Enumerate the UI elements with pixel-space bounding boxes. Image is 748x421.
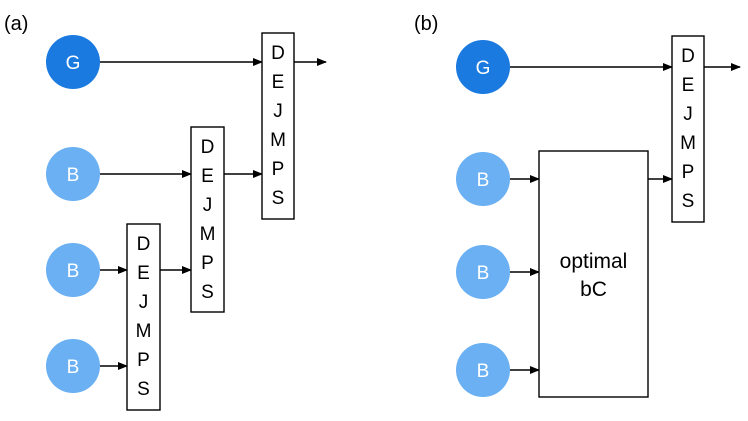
panel-a-block-3: D E J M P S — [261, 32, 295, 220]
block-letter: J — [139, 292, 149, 313]
block-letter: M — [136, 321, 152, 342]
block-letter: E — [272, 72, 285, 93]
block-letter: M — [680, 133, 696, 154]
panel-a-label: (a) — [4, 13, 28, 35]
panel-b-label: (b) — [414, 13, 438, 35]
panel-a-node-g: G — [46, 35, 100, 89]
block-letter: P — [272, 159, 285, 180]
box-line-2: bC — [580, 278, 607, 301]
block-letter: P — [137, 350, 150, 371]
block-letter: S — [201, 282, 214, 303]
block-letter: D — [201, 137, 215, 158]
node-label: B — [67, 357, 80, 378]
node-label: G — [66, 53, 81, 74]
block-letter: M — [200, 224, 216, 245]
node-label: G — [476, 58, 491, 79]
panel-a-node-b2: B — [46, 243, 100, 297]
block-letter: D — [681, 46, 695, 67]
block-letter: E — [137, 263, 150, 284]
panel-b-optimal-box: optimal bC — [538, 150, 649, 398]
panel-b-node-g: G — [456, 40, 510, 94]
node-label: B — [67, 165, 80, 186]
panel-a-block-2: D E J M P S — [190, 126, 225, 313]
panel-a-block-1: D E J M P S — [126, 223, 161, 411]
block-letter: D — [271, 43, 285, 64]
panel-b-node-b2: B — [456, 245, 510, 299]
node-label: B — [477, 263, 490, 284]
block-letter: J — [203, 195, 213, 216]
block-letter: S — [137, 379, 150, 400]
block-letter: S — [682, 191, 695, 212]
block-letter: D — [137, 234, 151, 255]
box-line-1: optimal — [560, 250, 628, 273]
panel-a-node-b1: B — [46, 147, 100, 201]
panel-b-node-b3: B — [456, 343, 510, 397]
block-letter: J — [273, 101, 283, 122]
block-letter: P — [682, 162, 695, 183]
panel-b-node-b1: B — [456, 152, 510, 206]
block-letter: P — [201, 253, 214, 274]
node-label: B — [477, 361, 490, 382]
block-letter: E — [682, 75, 695, 96]
block-letter: E — [201, 166, 214, 187]
block-letter: S — [272, 188, 285, 209]
block-letter: M — [270, 130, 286, 151]
panel-b-block: D E J M P S — [671, 35, 705, 223]
node-label: B — [477, 170, 490, 191]
block-letter: J — [683, 104, 693, 125]
node-label: B — [67, 261, 80, 282]
panel-a-node-b3: B — [46, 339, 100, 393]
